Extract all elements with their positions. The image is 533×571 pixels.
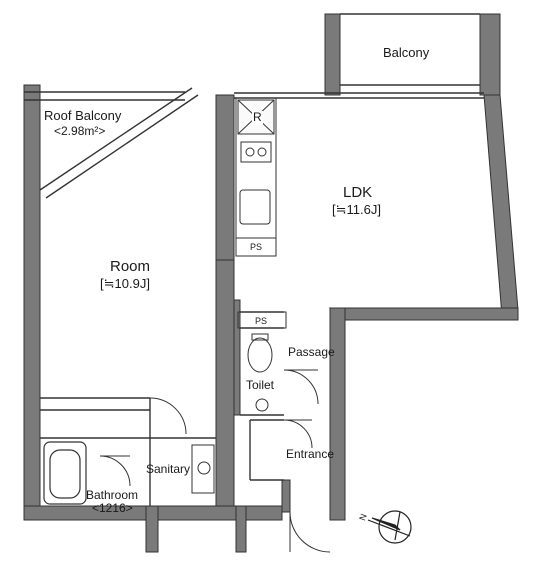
kitchen-counter [235, 97, 277, 257]
ldk-size: [≒11.6J] [332, 202, 381, 217]
bathtub [43, 441, 87, 505]
toilet-label: Toilet [246, 378, 275, 392]
sanitary-sink [191, 444, 215, 494]
roof-balcony-area: <2.98m²> [54, 124, 106, 138]
wall-lines [24, 13, 484, 506]
toilet-fixture [237, 311, 287, 412]
passage-label: Passage [288, 345, 335, 359]
doors [99, 369, 331, 553]
bathroom-label: Bathroom [86, 488, 139, 502]
pipe-space-kitchen-label: PS [250, 242, 263, 252]
fridge-label: R [252, 110, 263, 125]
pipe-space-toilet-label: PS [255, 316, 268, 326]
bathroom-size: <1216> [92, 501, 133, 515]
balcony-label: Balcony [383, 45, 430, 60]
roof-balcony-label: Roof Balcony [44, 108, 122, 123]
room-label: Room [110, 258, 151, 275]
entrance-label: Entrance [286, 447, 335, 461]
sanitary-label: Sanitary [146, 462, 191, 476]
exterior-walls [23, 13, 519, 553]
room-size: [≒10.9J] [100, 276, 150, 291]
ldk-label: LDK [343, 184, 373, 201]
compass-icon [367, 510, 412, 544]
